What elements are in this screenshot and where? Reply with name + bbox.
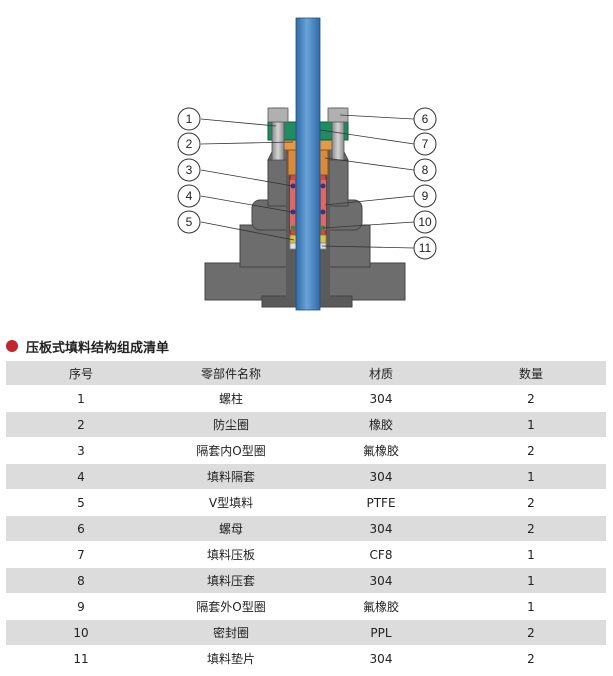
- cell-material: 橡胶: [368, 418, 393, 432]
- cell-index: 2: [77, 417, 85, 432]
- callout-8: 8: [413, 158, 437, 182]
- cell-part-name: 隔套内O型圈: [196, 444, 266, 458]
- cell-index: 11: [73, 651, 89, 666]
- svg-text:10: 10: [418, 215, 432, 229]
- cell-index: 5: [77, 495, 85, 510]
- packing-cross-section-diagram: 1 2 3 4 5 6 7 8 9 10 11: [177, 17, 437, 311]
- cell-index: 6: [77, 521, 85, 536]
- cell-quantity: 2: [527, 391, 535, 406]
- cell-index: 1: [77, 391, 85, 406]
- cell-material: PTFE: [366, 495, 396, 510]
- svg-text:6: 6: [422, 112, 429, 126]
- callout-4: 4: [177, 184, 201, 208]
- table-row: 5 V型填料 PTFE 2: [6, 489, 606, 516]
- cell-quantity: 2: [527, 651, 535, 666]
- cell-quantity: 2: [527, 521, 535, 536]
- cell-part-name: 填料垫片: [206, 652, 255, 666]
- cell-part-name: 隔套外O型圈: [196, 600, 266, 614]
- cell-index: 3: [77, 443, 85, 458]
- cell-material: 304: [369, 521, 393, 536]
- callout-6: 6: [413, 107, 437, 131]
- callout-1: 1: [177, 107, 201, 131]
- cell-material: 304: [369, 573, 393, 588]
- cell-quantity: 1: [527, 469, 535, 484]
- svg-text:1: 1: [186, 112, 193, 126]
- svg-text:3: 3: [186, 163, 193, 177]
- page-title: 压板式填料结构组成清单: [26, 340, 170, 356]
- column-header-index: 序号: [68, 366, 93, 381]
- cell-quantity: 1: [527, 547, 535, 562]
- cell-quantity: 1: [527, 573, 535, 588]
- cell-quantity: 1: [527, 417, 535, 432]
- cell-part-name: 防尘圈: [212, 418, 249, 432]
- callout-3: 3: [177, 158, 201, 182]
- cell-material: 氟橡胶: [362, 600, 399, 614]
- callout-7: 7: [413, 132, 437, 156]
- callout-9: 9: [413, 184, 437, 208]
- cell-index: 10: [73, 625, 89, 640]
- valve-stem: [295, 17, 321, 311]
- table-row: 11 填料垫片 304 2: [6, 645, 606, 671]
- callout-10: 10: [413, 210, 437, 234]
- cell-index: 8: [77, 573, 85, 588]
- cell-part-name: 填料压套: [206, 574, 255, 588]
- cell-quantity: 2: [527, 495, 535, 510]
- cell-material: 氟橡胶: [362, 444, 399, 458]
- cell-part-name: 螺母: [218, 522, 243, 536]
- svg-text:5: 5: [186, 215, 193, 229]
- bullet-dot-icon: [6, 340, 18, 352]
- table-row: 7 填料压板 CF8 1: [6, 541, 606, 568]
- svg-text:9: 9: [422, 189, 429, 203]
- cell-material: 304: [369, 469, 393, 484]
- table-row: 6 螺母 304 2: [6, 515, 606, 542]
- column-header-part-name: 零部件名称: [200, 366, 261, 381]
- cell-quantity: 1: [527, 599, 535, 614]
- cell-quantity: 2: [527, 443, 535, 458]
- table-row: 3 隔套内O型圈 氟橡胶 2: [6, 437, 606, 464]
- column-header-quantity: 数量: [518, 366, 543, 381]
- cell-index: 9: [77, 599, 85, 614]
- o-rings: [290, 183, 326, 231]
- parts-table: 序号 零部件名称 材质 数量 1 螺柱 304 2 2 防尘圈 橡胶 1 3 隔…: [6, 361, 606, 671]
- column-header-material: 材质: [368, 366, 393, 381]
- cell-material: 304: [369, 391, 393, 406]
- svg-text:2: 2: [186, 137, 193, 151]
- cell-index: 4: [77, 469, 85, 484]
- callout-11: 11: [413, 236, 437, 260]
- table-row: 10 密封圈 PPL 2: [6, 619, 606, 646]
- cell-quantity: 2: [527, 625, 535, 640]
- table-row: 8 填料压套 304 1: [6, 567, 606, 594]
- table-header-row: 序号 零部件名称 材质 数量: [6, 361, 606, 386]
- cell-part-name: 螺柱: [218, 392, 243, 406]
- table-row: 2 防尘圈 橡胶 1: [6, 411, 606, 438]
- table-row: 4 填料隔套 304 1: [6, 463, 606, 490]
- svg-text:11: 11: [419, 241, 432, 255]
- cell-part-name: 密封圈: [212, 626, 249, 640]
- cell-part-name: V型填料: [208, 496, 254, 510]
- svg-text:7: 7: [422, 137, 429, 151]
- svg-text:4: 4: [186, 189, 193, 203]
- svg-text:8: 8: [422, 163, 429, 177]
- cell-part-name: 填料压板: [206, 548, 255, 562]
- cell-material: 304: [369, 651, 393, 666]
- cell-material: CF8: [369, 547, 393, 562]
- leader-lines: [200, 114, 415, 249]
- table-row: 1 螺柱 304 2: [6, 385, 606, 412]
- callout-2: 2: [177, 132, 201, 156]
- cell-part-name: 填料隔套: [206, 470, 255, 484]
- table-row: 9 隔套外O型圈 氟橡胶 1: [6, 593, 606, 620]
- cell-material: PPL: [370, 625, 392, 640]
- section-heading: 压板式填料结构组成清单: [6, 336, 169, 356]
- callout-5: 5: [177, 210, 201, 234]
- cell-index: 7: [77, 547, 85, 562]
- studs-and-nuts: [267, 107, 349, 161]
